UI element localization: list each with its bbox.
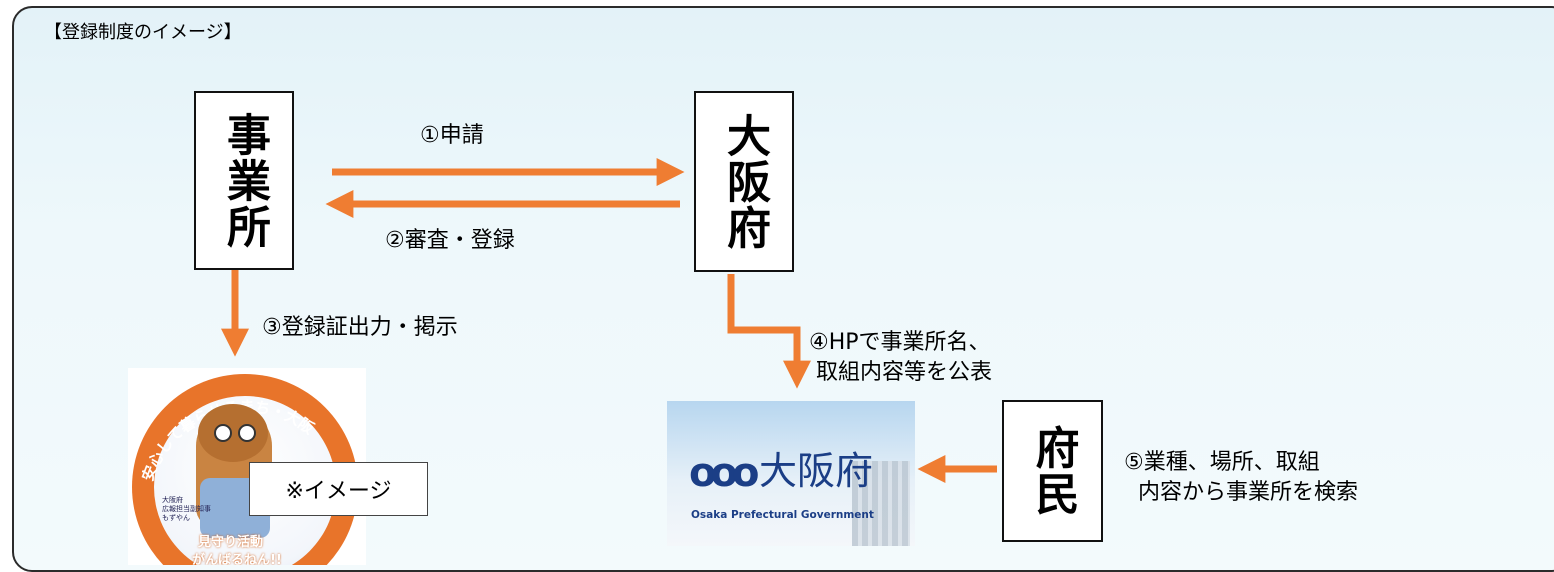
mascot-caption: 大阪府 広報担当副知事 もずやん [162,496,211,522]
image-note: ※イメージ [249,462,428,516]
residents-label: 府民 [1027,425,1079,517]
slogan-line1: 見守り活動 [198,535,264,550]
residents-box: 府民 [1002,400,1103,542]
mascot-right-eye [238,424,256,442]
mascot-left-eye [214,424,232,442]
arrow-publish [727,274,811,389]
step5-label: ⑤業種、場所、取組 内容から事業所を検索 [1124,450,1358,505]
step1-label: ①申請 [420,123,484,148]
diagram-title: 【登録制度のイメージ】 [44,22,242,43]
business-office-label: 事業所 [219,111,270,250]
osaka-website-image: ooo 大阪府 Osaka Prefectural Government [667,401,915,546]
step2-label: ②審査・登録 [385,228,515,253]
slogan-line2: がんばるねん!! [192,553,282,565]
step3-label: ③登録証出力・掲示 [262,315,458,340]
building-graphic [852,461,910,546]
osaka-logo-english: Osaka Prefectural Government [691,509,874,521]
osaka-logo-icon: ooo [689,450,759,496]
osaka-prefecture-box: 大阪府 [694,91,794,272]
certificate-image: 安心して暮らせるまち・大阪 大阪府 広報担当副知事 もずやん 見守り活動 がんば… [128,368,366,565]
business-office-box: 事業所 [194,91,294,270]
osaka-prefecture-label: 大阪府 [719,112,770,251]
mascot-head [198,404,268,462]
step4-label: ④HPで事業所名、 取組内容等を公表 [809,330,992,385]
osaka-logo-text: 大阪府 [759,449,874,493]
